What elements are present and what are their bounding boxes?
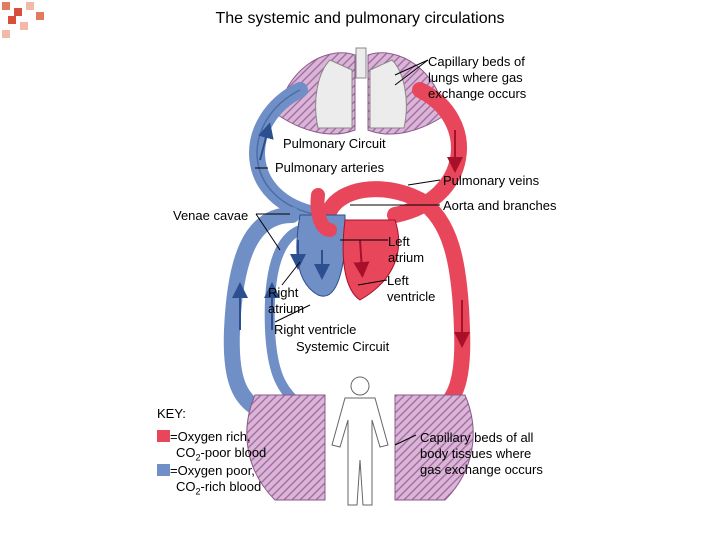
key-oxygen-rich: =Oxygen rich, CO2-poor blood	[170, 429, 267, 463]
label-pulmonary-circuit: Pulmonary Circuit	[283, 136, 386, 151]
label-aorta: Aorta and branches	[443, 198, 557, 213]
leader-lines	[255, 59, 441, 446]
human-figure	[331, 376, 389, 506]
heart	[290, 188, 400, 301]
corner-decoration	[0, 0, 50, 40]
label-venae-cavae: Venae cavae	[173, 208, 249, 223]
label-body-capillaries: Capillary beds of all body tissues where…	[420, 430, 543, 477]
systemic-artery-loop	[322, 181, 471, 418]
key-oxygen-poor: =Oxygen poor, CO2-rich blood	[170, 463, 262, 497]
label-right-ventricle: Right ventricle	[274, 322, 357, 337]
key-swatch-oxygen-rich	[157, 430, 170, 442]
page-title: The systemic and pulmonary circulations	[215, 10, 505, 27]
label-lung-capillaries: Capillary beds of lungs where gas exchan…	[428, 54, 527, 101]
key-title: KEY:	[157, 406, 186, 421]
key-swatch-oxygen-poor	[157, 464, 170, 476]
systemic-vein-loop	[223, 207, 305, 418]
label-pulmonary-arteries: Pulmonary arteries	[275, 160, 385, 175]
pulmonary-arteries-vessel	[249, 82, 326, 223]
label-systemic-circuit: Systemic Circuit	[296, 339, 390, 354]
label-left-ventricle: Left ventricle	[387, 273, 436, 304]
label-right-atrium: Right atrium	[268, 285, 305, 316]
lungs-outline	[315, 47, 407, 129]
label-pulmonary-veins: Pulmonary veins	[443, 173, 540, 188]
label-left-atrium: Left atrium	[388, 234, 425, 265]
body-capillary-bed	[246, 394, 474, 501]
